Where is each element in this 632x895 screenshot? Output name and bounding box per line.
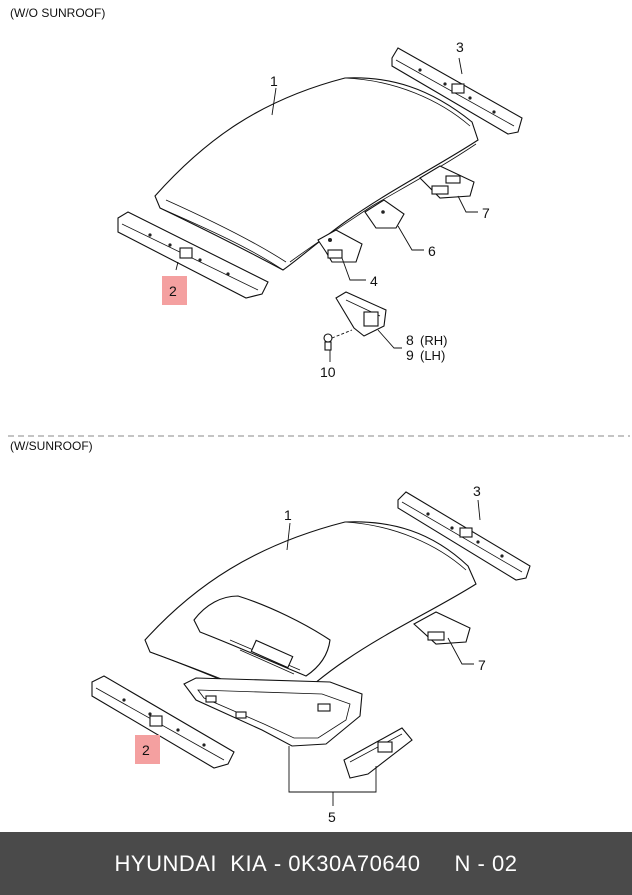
callout-10-top: 10 bbox=[320, 364, 336, 380]
sunroof-frame bbox=[183, 677, 363, 747]
sunroof-side-bracket bbox=[343, 727, 413, 779]
roof-panel-top bbox=[154, 77, 479, 271]
bolt-10-top bbox=[323, 329, 353, 351]
callout-8-suffix: (RH) bbox=[420, 333, 447, 348]
bottom-assembly bbox=[91, 491, 531, 806]
callout-9-top: 9 bbox=[406, 347, 414, 363]
front-rail-bottom bbox=[91, 675, 235, 769]
callout-3-bottom: 3 bbox=[473, 483, 481, 499]
callout-7-top: 7 bbox=[482, 205, 490, 221]
callout-3-top: 3 bbox=[456, 39, 464, 55]
callout-4-top: 4 bbox=[370, 273, 378, 289]
callout-5-bottom: 5 bbox=[328, 809, 336, 825]
bracket-6-top bbox=[364, 199, 405, 229]
sunroof-opening bbox=[193, 595, 331, 677]
footer-bar: HYUNDAI KIA - 0K30A70640 N - 02 bbox=[0, 832, 632, 895]
callout-2-bottom: 2 bbox=[142, 742, 150, 758]
footer-page-number: N - 02 bbox=[454, 850, 518, 876]
callout-1-top: 1 bbox=[270, 73, 278, 89]
footer-brand: HYUNDAI KIA bbox=[114, 850, 268, 876]
top-assembly bbox=[117, 47, 523, 362]
section-label-without-sunroof: (W/O SUNROOF) bbox=[10, 6, 106, 20]
callout-2-top-highlight bbox=[162, 276, 187, 305]
callout-8-top: 8 bbox=[406, 332, 414, 348]
callout-2-bottom-highlight bbox=[135, 735, 160, 764]
callout-9-suffix: (LH) bbox=[420, 348, 445, 363]
footer-part-number: 0K30A70640 bbox=[288, 850, 421, 876]
section-label-with-sunroof: (W/SUNROOF) bbox=[10, 439, 93, 453]
callout-7-bottom: 7 bbox=[478, 657, 486, 673]
callout-1-bottom: 1 bbox=[284, 507, 292, 523]
callout-6-top: 6 bbox=[428, 243, 436, 259]
roof-panel-diagram: 1 2 3 4 6 7 8 (RH) 9 (LH) 10 bbox=[8, 39, 630, 825]
callout-2-top: 2 bbox=[169, 283, 177, 299]
footer-separator: - bbox=[267, 850, 289, 876]
